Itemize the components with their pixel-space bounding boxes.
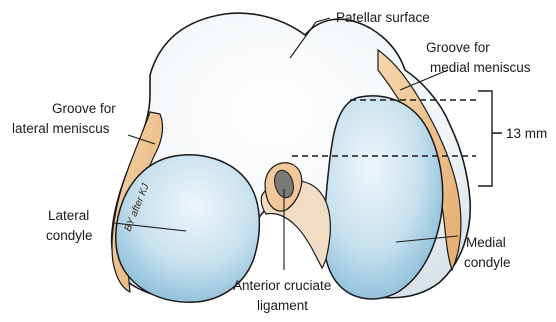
label-acl-1: Anterior cruciate [233, 278, 331, 293]
label-groove-lateral-1: Groove for [52, 101, 116, 116]
label-medial-condyle-2: condyle [464, 255, 511, 270]
label-groove-medial-1: Groove for [426, 40, 490, 55]
label-medial-condyle-1: Medial [466, 235, 506, 250]
measurement-bracket [478, 91, 502, 186]
label-measurement: 13 mm [506, 126, 547, 141]
label-acl-2: ligament [257, 298, 308, 313]
label-patellar-surface: Patellar surface [336, 10, 430, 25]
label-lateral-condyle-2: condyle [46, 228, 93, 243]
label-lateral-condyle-1: Lateral [48, 208, 89, 223]
label-groove-medial-2: medial meniscus [430, 60, 531, 75]
label-groove-lateral-2: lateral meniscus [12, 121, 110, 136]
